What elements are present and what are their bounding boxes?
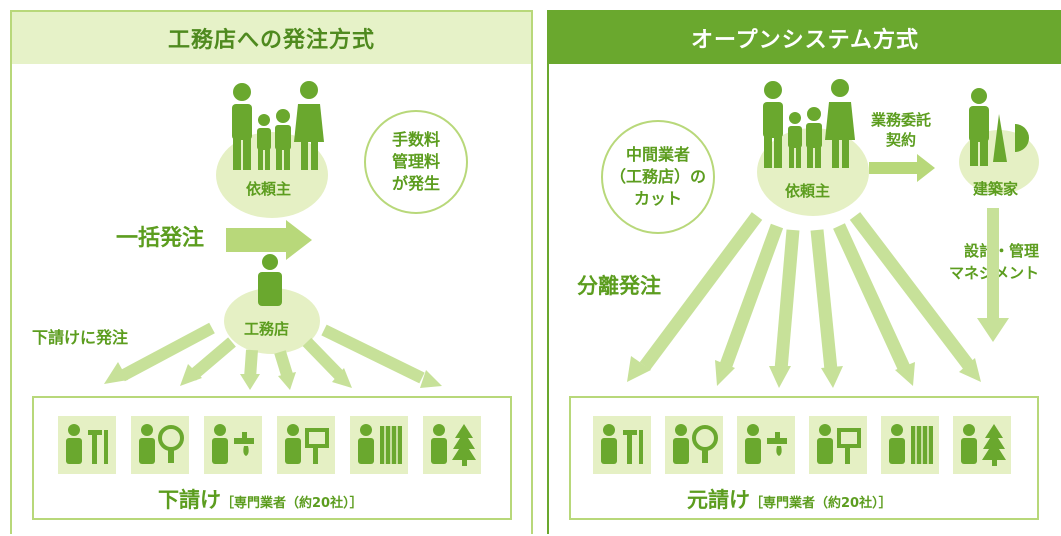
electrician-icon (131, 416, 189, 474)
order-arrows (104, 220, 442, 390)
subcontractor-caption: 下請け［専門業者（約20社）］ (158, 484, 363, 514)
caption-sub: ［専門業者（約20社）］ (750, 496, 892, 511)
separate-order-arrows (627, 212, 981, 388)
contractor-icon (258, 254, 282, 306)
fitter-icon (350, 416, 408, 474)
separate-order-label: 分離発注 (577, 274, 661, 298)
fitter-glyph (358, 424, 402, 464)
fitter-glyph (889, 424, 933, 464)
panel-title: オープンシステム方式 (549, 12, 1061, 64)
landscaper-glyph (961, 424, 1006, 466)
subcontract-label: 下請けに発注 (32, 328, 129, 347)
specialist-tray: 元請け［専門業者（約20社）］ (569, 396, 1039, 520)
traditional-method-panel: 工務店への発注方式 依頼主 手数料 管理料 が発生 一括発注 工務店 下請けに発… (10, 10, 533, 534)
landscaper-glyph (431, 424, 476, 466)
finisher-icon (809, 416, 867, 474)
caption-sub: ［専門業者（約20社）］ (221, 496, 363, 511)
carpenter-glyph (601, 424, 643, 464)
open-system-panel: オープンシステム方式 中間業者 （工務店）の カット 依頼主 業務委託 契約 建… (547, 10, 1061, 534)
plumber-glyph (212, 424, 254, 464)
finisher-glyph (285, 424, 329, 464)
plumber-glyph (745, 424, 787, 464)
plumber-icon (204, 416, 262, 474)
fee-bubble: 手数料 管理料 が発生 (364, 110, 468, 214)
cut-bubble: 中間業者 （工務店）の カット (601, 120, 715, 234)
family-icon (232, 81, 324, 170)
architect-label: 建築家 (973, 180, 1019, 198)
finisher-icon (277, 416, 335, 474)
caption-main: 元請け (687, 488, 750, 512)
landscaper-icon (953, 416, 1011, 474)
electrician-icon (665, 416, 723, 474)
contract-arrow (869, 154, 935, 182)
panel-title: 工務店への発注方式 (12, 12, 531, 64)
electrician-glyph (139, 424, 184, 464)
mgmt-arrow (977, 208, 1009, 342)
bulk-order-label: 一括発注 (116, 226, 205, 251)
finisher-glyph (817, 424, 861, 464)
fitter-icon (881, 416, 939, 474)
landscaper-icon (423, 416, 481, 474)
carpenter-glyph (66, 424, 108, 464)
plumber-icon (737, 416, 795, 474)
caption-main: 下請け (158, 488, 221, 512)
contract-label: 業務委託 契約 (871, 111, 932, 149)
contractor-label: 工務店 (244, 320, 290, 338)
family-icon (763, 79, 855, 168)
prime-contractor-caption: 元請け［専門業者（約20社）］ (687, 484, 892, 514)
client-label: 依頼主 (785, 182, 831, 200)
client-label: 依頼主 (246, 180, 292, 198)
electrician-glyph (673, 424, 718, 464)
specialist-tray: 下請け［専門業者（約20社）］ (32, 396, 512, 520)
carpenter-icon (58, 416, 116, 474)
carpenter-icon (593, 416, 651, 474)
architect-icon (969, 88, 1029, 166)
